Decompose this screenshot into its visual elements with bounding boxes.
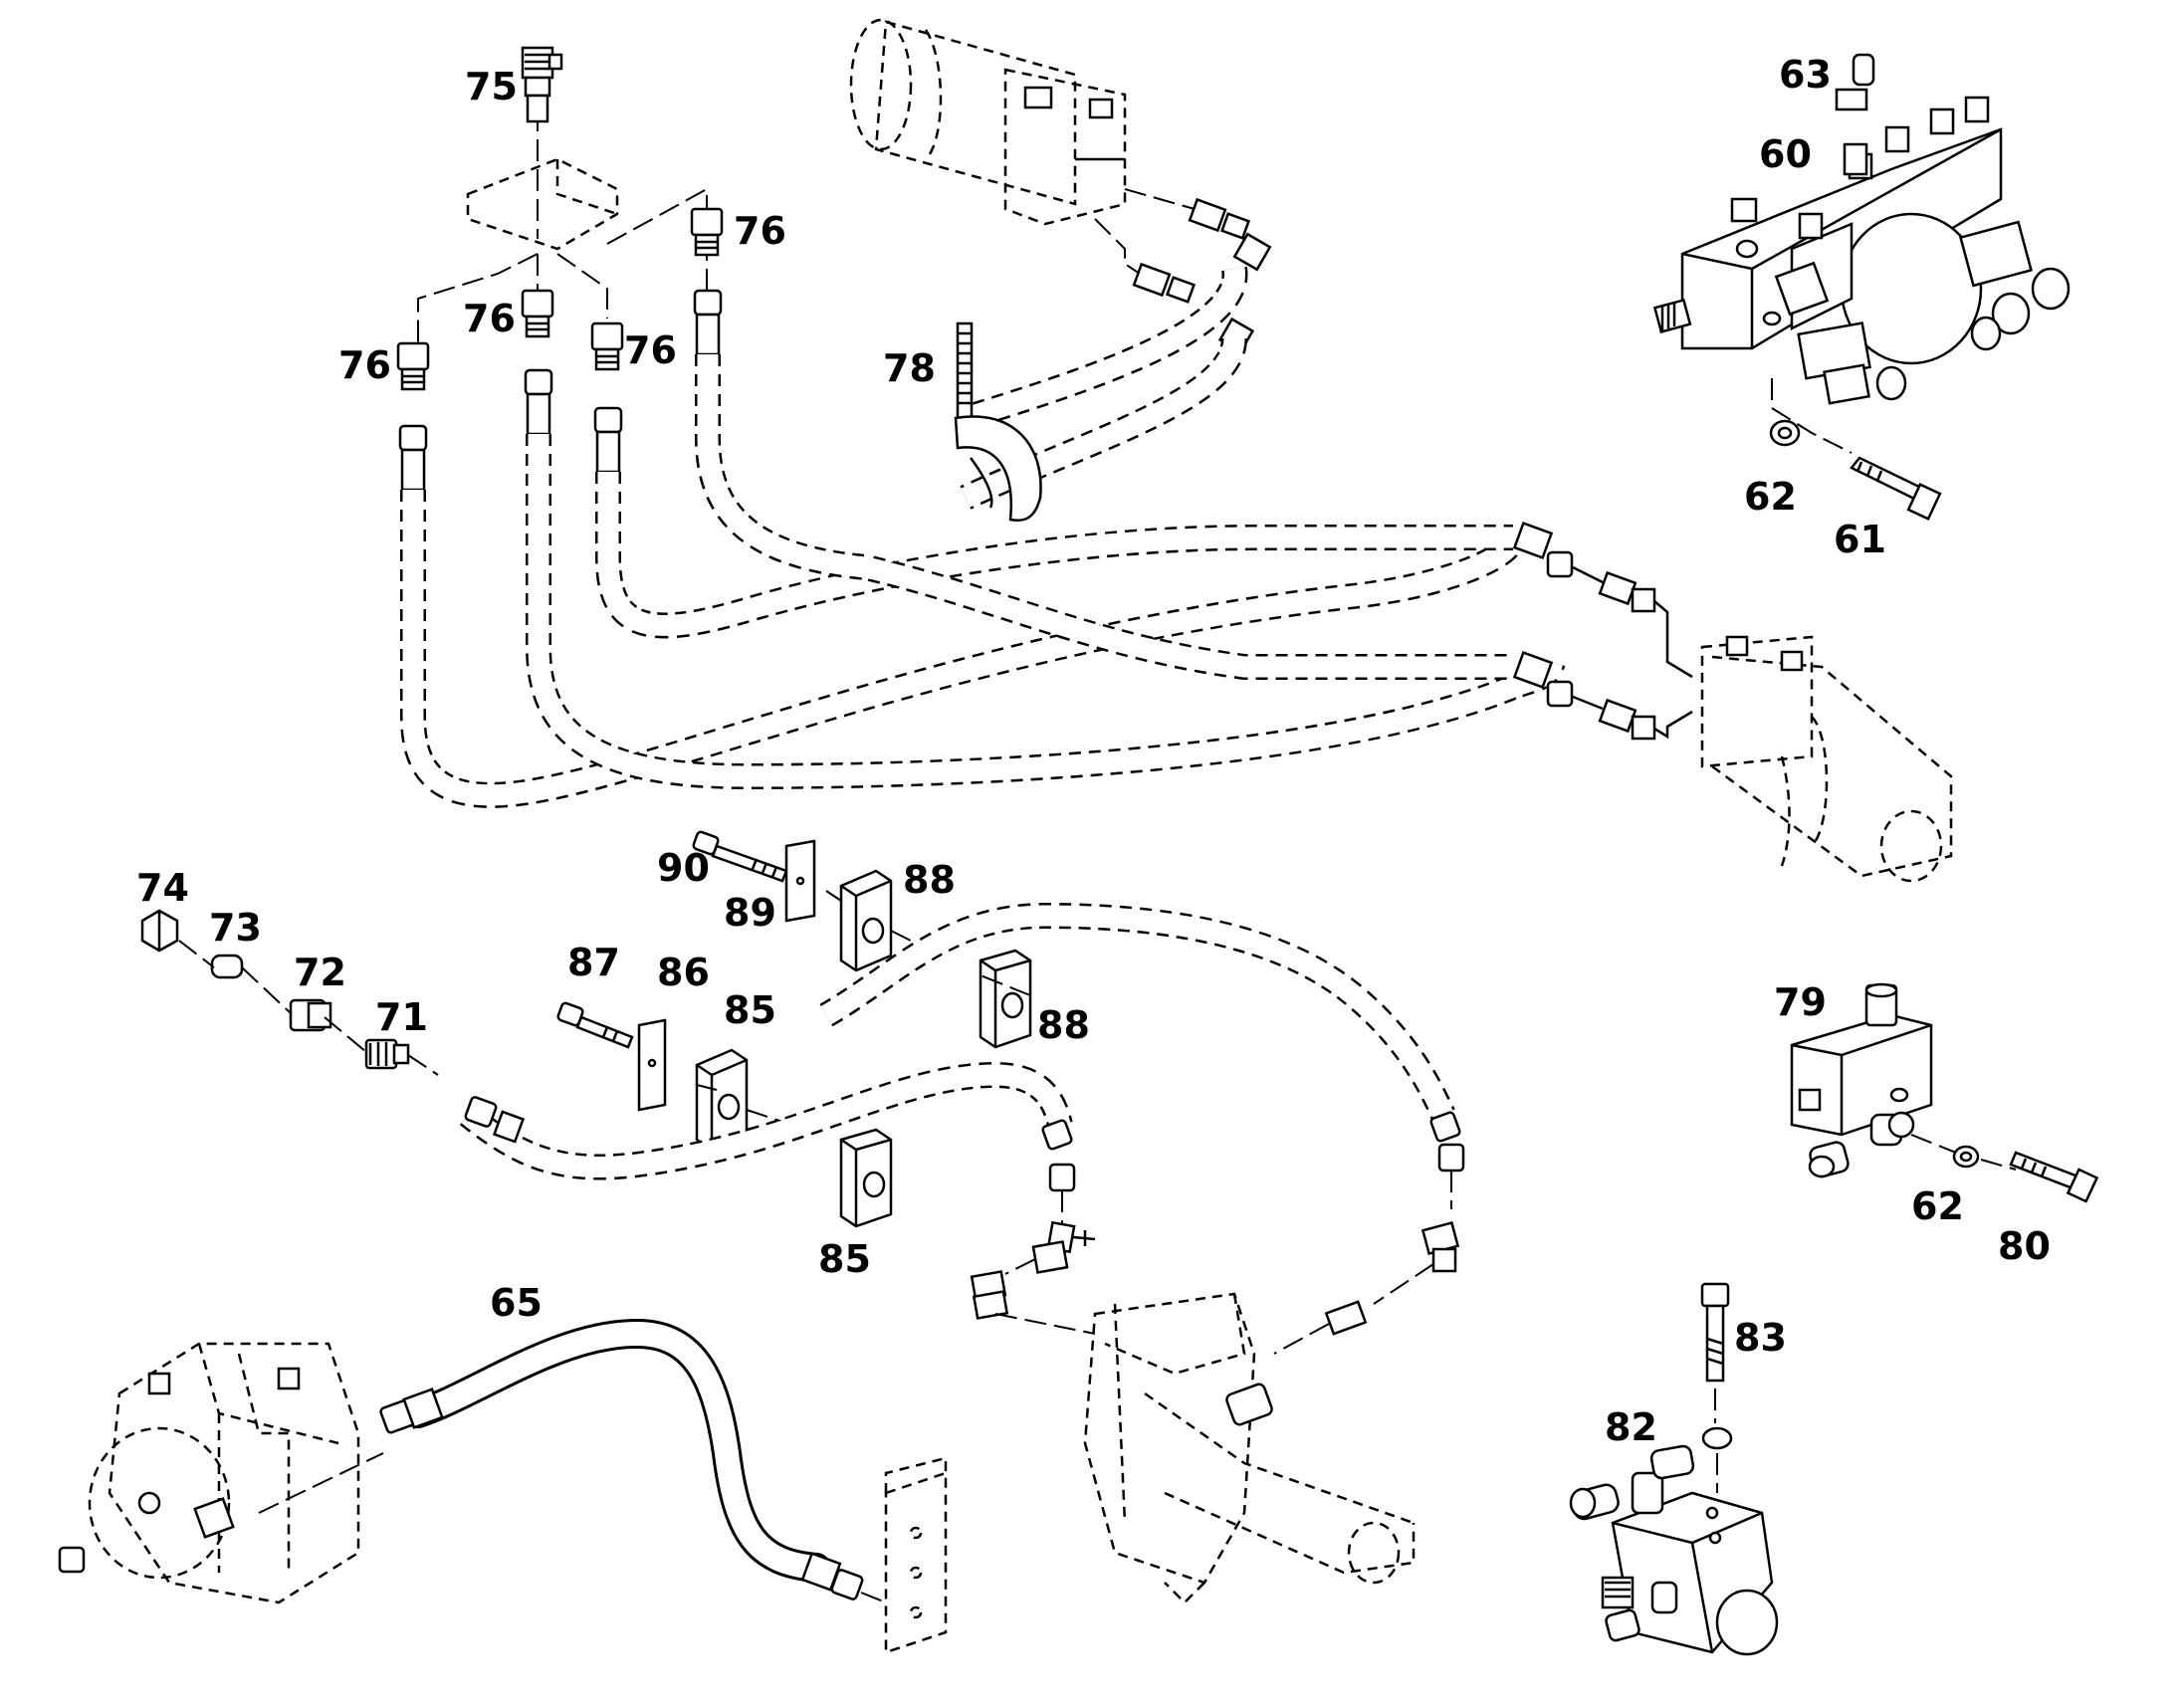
right-cylinder-fittings [1512, 522, 1693, 741]
callout-82: 82 [1605, 1405, 1657, 1449]
callout-87: 87 [567, 941, 620, 984]
nut-74 [140, 909, 179, 953]
plate-86 [637, 1018, 667, 1112]
bolt-80-washer-62-b [1910, 1134, 2099, 1203]
bracket-plate-lower [884, 1456, 948, 1654]
clamp-half-85-b [839, 1128, 893, 1228]
clamp-half-88-a [839, 869, 893, 972]
plate-89 [784, 839, 816, 923]
union-72 [289, 998, 332, 1032]
bolt-61-washer-62-a [1769, 378, 1942, 521]
callout-88: 88 [1037, 1003, 1090, 1047]
hose-65 [379, 1318, 887, 1603]
fitting-76-a [396, 341, 430, 391]
tee-fittings-lower [970, 1171, 1460, 1355]
bolt-83 [1700, 1282, 1733, 1493]
valve-block-82 [1569, 1444, 1779, 1656]
callout-72: 72 [294, 951, 346, 994]
leader-clamps [696, 890, 1031, 1126]
adapter-71 [364, 1038, 410, 1070]
callout-73: 73 [209, 906, 262, 950]
callout-60: 60 [1759, 132, 1812, 176]
callout-labels: 75 76 76 76 76 78 63 60 62 61 74 73 72 7… [136, 53, 2051, 1449]
callout-90: 90 [657, 846, 710, 890]
top-cylinder-fittings [1094, 188, 1272, 354]
callout-80: 80 [1998, 1224, 2051, 1268]
valve-block-60 [1652, 53, 2071, 405]
valve-block-79 [1790, 982, 1933, 1178]
callout-85: 85 [818, 1237, 871, 1281]
callout-76: 76 [624, 328, 677, 372]
callout-79: 79 [1774, 980, 1827, 1024]
callout-62: 62 [1744, 475, 1797, 519]
fitting-76-d [690, 207, 724, 257]
dashed-hoses-middle [459, 902, 1465, 1192]
callout-83: 83 [1734, 1316, 1787, 1360]
bolt-90 [692, 830, 788, 883]
callout-63: 63 [1779, 53, 1832, 97]
sleeve-73 [210, 954, 244, 979]
callout-71: 71 [375, 995, 428, 1039]
cable-tie-78 [954, 321, 1042, 522]
dashed-hoses-upper [400, 266, 1566, 808]
callout-62: 62 [1911, 1184, 1964, 1228]
callout-88: 88 [903, 858, 956, 902]
center-gearbox [994, 1292, 1416, 1604]
callout-85: 85 [724, 988, 776, 1032]
callout-86: 86 [657, 951, 710, 994]
clamp-half-88-b [979, 949, 1032, 1049]
fitting-76-b [521, 289, 554, 338]
bracket-plate [417, 109, 708, 368]
callout-75: 75 [465, 65, 518, 108]
fitting-76-c [590, 321, 624, 371]
callout-76: 76 [463, 297, 516, 340]
bolt-87 [556, 1001, 634, 1049]
callout-76: 76 [734, 209, 786, 253]
callout-74: 74 [136, 866, 189, 910]
hose-end-nuts-top [398, 289, 723, 492]
callout-76: 76 [338, 343, 391, 387]
callout-61: 61 [1834, 518, 1886, 561]
breather-75 [521, 46, 563, 123]
leader-71-74 [178, 940, 439, 1076]
callout-78: 78 [883, 346, 936, 390]
callout-89: 89 [724, 891, 776, 935]
top-steering-cylinder [849, 18, 1127, 226]
clamp-half-85-a [695, 1048, 749, 1152]
callout-65: 65 [490, 1281, 543, 1325]
right-steering-cylinder [1700, 635, 1953, 883]
hydraulic-pump [58, 1342, 384, 1604]
